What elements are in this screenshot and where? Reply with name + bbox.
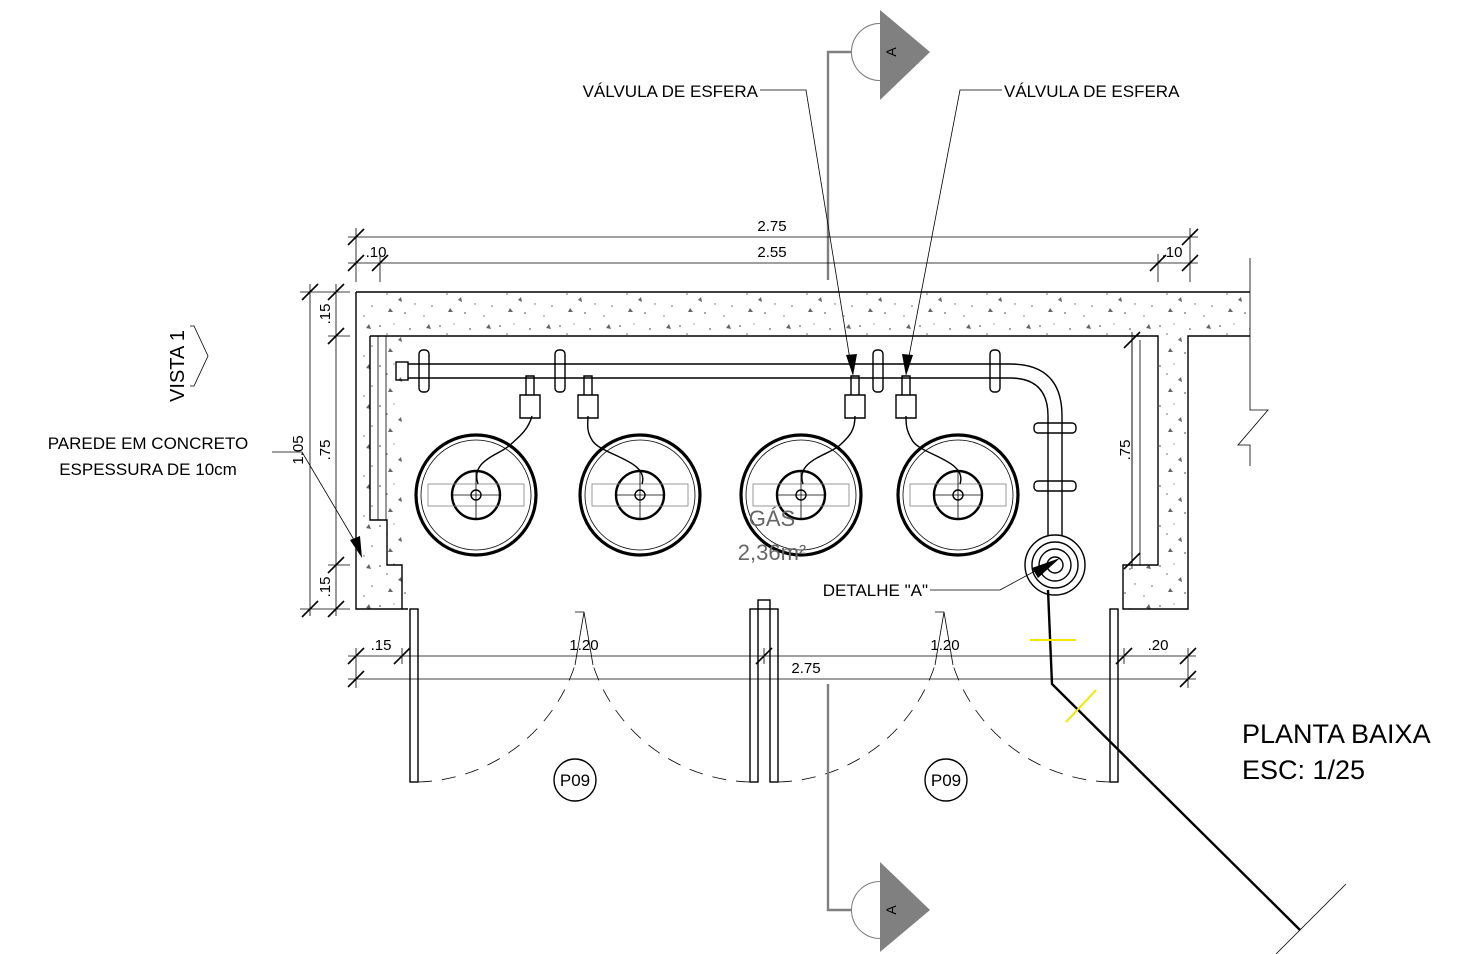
dim-bottom-total: 2.75 bbox=[791, 660, 820, 677]
dim-left-top: .15 bbox=[317, 304, 334, 325]
leaders bbox=[272, 89, 1060, 591]
dim-top-inner: 2.55 bbox=[757, 244, 786, 261]
room-name: GÁS bbox=[749, 506, 795, 531]
detail-callout: DETALHE "A" bbox=[823, 581, 928, 600]
room-area: 2,36m² bbox=[738, 540, 806, 565]
right-dimension bbox=[1123, 331, 1141, 570]
view-label: VISTA 1 bbox=[167, 330, 189, 402]
dim-bottom-left: .15 bbox=[371, 637, 392, 654]
valve-callout-left: VÁLVULA DE ESFERA bbox=[583, 82, 759, 101]
bottom-dimensions bbox=[347, 647, 1197, 688]
dim-right-mid: .75 bbox=[1117, 440, 1134, 461]
gas-cylinder bbox=[577, 375, 702, 557]
section-marker-bottom: A bbox=[883, 905, 899, 915]
dim-left-mid: .75 bbox=[317, 440, 334, 461]
left-dimensions bbox=[300, 283, 350, 618]
wall-callout-line2: ESPESSURA DE 10cm bbox=[59, 460, 237, 479]
dim-left-total: 1.05 bbox=[290, 435, 307, 464]
dim-top-total: 2.75 bbox=[757, 218, 786, 235]
dim-bottom-right: .20 bbox=[1148, 637, 1169, 654]
valve-callout-right: VÁLVULA DE ESFERA bbox=[1004, 82, 1180, 101]
dim-left-bottom: .15 bbox=[317, 577, 334, 598]
external-gas-line bbox=[1030, 589, 1347, 954]
gas-cylinder bbox=[739, 375, 866, 557]
drawing-scale: ESC: 1/25 bbox=[1242, 755, 1365, 785]
wall-callout-line1: PAREDE EM CONCRETO bbox=[48, 434, 249, 453]
gas-cylinder bbox=[895, 375, 1020, 557]
dim-top-right-wall: .10 bbox=[1162, 244, 1183, 261]
gas-cylinders bbox=[414, 375, 1020, 557]
drawing-title: PLANTA BAIXA bbox=[1242, 719, 1431, 749]
view-arrow-icon bbox=[190, 325, 209, 387]
door-tag-1: P09 bbox=[560, 771, 590, 790]
section-marker-top: A bbox=[883, 47, 899, 57]
concrete-walls bbox=[355, 258, 1269, 610]
doors bbox=[409, 599, 1119, 802]
door-tag-2: P09 bbox=[931, 771, 961, 790]
section-cut bbox=[826, 10, 930, 952]
dim-top-left-wall: .10 bbox=[366, 244, 387, 261]
gas-cylinder bbox=[414, 375, 541, 557]
dim-bottom-door2: 1.20 bbox=[930, 637, 959, 654]
dim-bottom-door1: 1.20 bbox=[569, 637, 598, 654]
top-dimensions bbox=[347, 228, 1199, 282]
